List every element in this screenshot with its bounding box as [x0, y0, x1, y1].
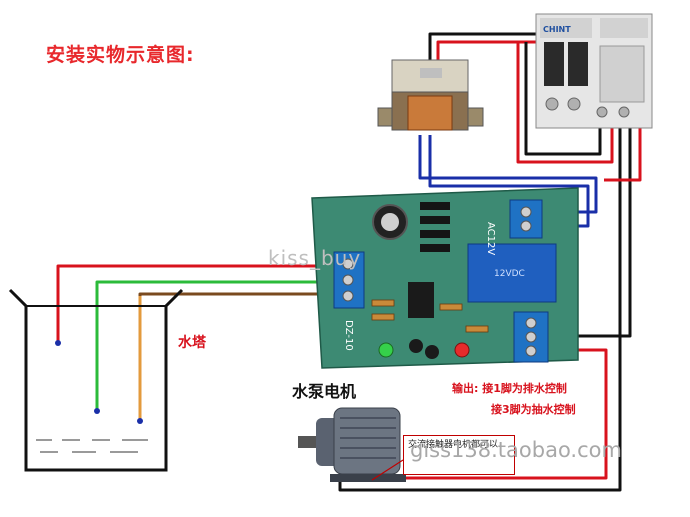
output-note-line1: 输出: 接1脚为排水控制	[452, 382, 567, 395]
water-tower-label: 水塔	[178, 335, 206, 351]
breaker-brand: CHINT	[543, 25, 571, 34]
diagram-title: 安装实物示意图:	[46, 44, 195, 66]
probe-middle	[94, 408, 100, 414]
note-pointer	[371, 459, 404, 481]
board-id-label: DZ-10	[343, 320, 354, 351]
output-terminal	[513, 311, 549, 363]
diode-array	[420, 202, 450, 252]
resistors	[371, 299, 489, 333]
relay-wire-red	[604, 120, 642, 182]
watermark-top: kiss_buy	[268, 246, 362, 270]
power-terminal	[509, 199, 543, 239]
probe-wire-green	[95, 280, 334, 410]
transistor-1	[409, 339, 423, 353]
relay	[467, 243, 557, 303]
sensor-terminal	[333, 251, 365, 309]
probe-wire-red	[56, 264, 334, 342]
transformer	[377, 59, 484, 131]
water-tower	[8, 288, 184, 472]
output-note-line2: 接3脚为抽水控制	[491, 403, 576, 416]
circuit-breaker: CHINT	[535, 13, 653, 129]
pump-motor	[298, 407, 406, 482]
watermark-bottom: giss138.taobao.com	[410, 438, 622, 462]
control-board: 12VDC AC12V DZ-10	[311, 187, 579, 369]
red-led	[454, 342, 470, 358]
probe-top	[55, 340, 61, 346]
water-surface	[36, 439, 148, 453]
board-voltage-label: AC12V	[485, 222, 496, 255]
contactor-note: 交流接触器电机都可以	[403, 435, 515, 475]
relay-label: 12VDC	[494, 269, 525, 279]
primary-wire-black	[524, 42, 602, 156]
primary-wire-red	[516, 42, 614, 164]
pump-motor-label: 水泵电机	[292, 382, 357, 401]
probe-bottom	[137, 418, 143, 424]
ic-chip	[408, 282, 434, 318]
transistor-2	[425, 345, 439, 359]
green-led	[378, 342, 394, 358]
